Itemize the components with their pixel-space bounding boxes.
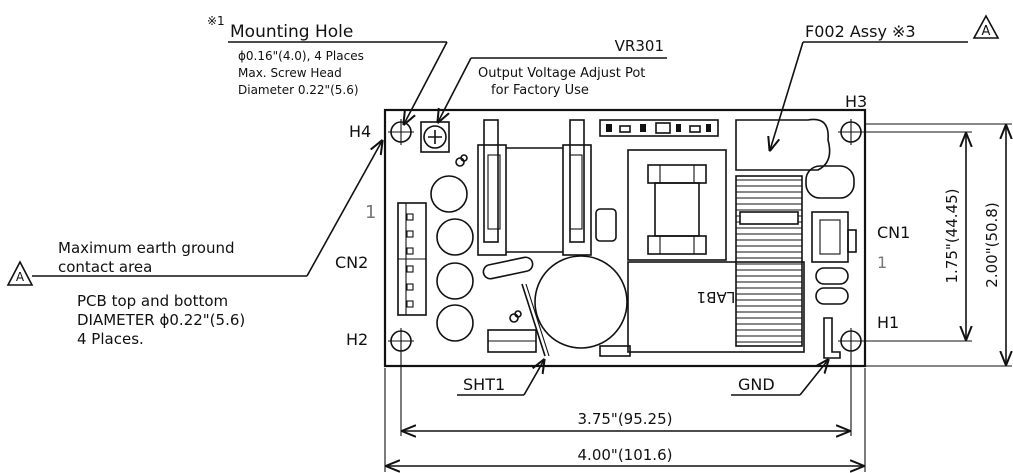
mounting-hole-title: Mounting Hole [230, 22, 353, 42]
vr301-title: VR301 [615, 37, 664, 55]
lab1-label: LAB1 [697, 288, 736, 306]
h3-label: H3 [845, 92, 867, 111]
vr301-potentiometer [420, 121, 450, 153]
sht1-label: SHT1 [463, 375, 505, 394]
f002-fuse-assembly [735, 118, 855, 199]
h4-label: H4 [349, 122, 371, 141]
revision-triangle-left [6, 260, 34, 286]
gnd-callout: GND [731, 360, 828, 396]
mounting-spec-3: Diameter 0.22"(5.6) [238, 83, 359, 97]
vr301-desc-2: for Factory Use [491, 83, 589, 98]
cn1-connector [811, 211, 857, 263]
height-dimensions: 1.75"(44.45) 2.00"(50.8) [862, 123, 1012, 367]
outer-width-dimension: 4.00"(101.6) [578, 446, 673, 464]
cn2-label: CN2 [335, 253, 368, 272]
cn1-label: CN1 [877, 223, 910, 242]
mounting-spec-1: ϕ0.16"(4.0), 4 Places [238, 49, 364, 63]
output-choke [735, 175, 803, 347]
sht1-callout: SHT1 [457, 360, 544, 396]
mounting-spec-2: Max. Screw Head [238, 66, 342, 80]
outer-height-dimension: 2.00"(50.8) [983, 202, 1001, 287]
earth-ground-callout: A Maximum earth ground contact area PCB … [6, 141, 382, 348]
width-dimensions: 3.75"(95.25) 4.00"(101.6) [384, 354, 866, 472]
h1-label: H1 [877, 313, 899, 332]
mounting-note-mark: ※1 [207, 14, 225, 28]
resistor-oval [482, 256, 534, 280]
pcb-line-3: 4 Places. [77, 330, 144, 348]
inner-width-dimension: 3.75"(95.25) [578, 410, 673, 428]
h2-label: H2 [346, 330, 368, 349]
revision-mark-top: A [982, 24, 991, 39]
f002-label: F002 Assy ※3 [805, 22, 916, 41]
cn2-pin1-label: 1 [365, 202, 376, 223]
mounting-hole-h1 [838, 328, 864, 354]
mounting-hole-callout: ※1 Mounting Hole ϕ0.16"(4.0), 4 Places M… [207, 14, 448, 124]
gnd-label: GND [738, 375, 775, 394]
revision-triangle-top [972, 14, 1000, 39]
pcb-line-2: DIAMETER ϕ0.22"(5.6) [77, 311, 245, 329]
daughter-board [599, 119, 719, 137]
pcb-line-1: PCB top and bottom [77, 292, 228, 310]
earth-line-1: Maximum earth ground [58, 239, 235, 257]
gnd-tab [823, 317, 841, 359]
pfc-choke [477, 119, 592, 256]
main-transformer [627, 149, 727, 261]
f002-callout: F002 Assy ※3 A [770, 14, 1000, 150]
pcb-board: LAB1 [383, 108, 867, 368]
vr301-callout: VR301 Output Voltage Adjust Pot for Fact… [438, 37, 667, 122]
lab1-block: LAB1 [627, 261, 805, 353]
capacitors [430, 175, 628, 349]
mounting-hole-h3 [838, 119, 864, 145]
revision-mark-left: A [16, 270, 25, 284]
vr301-desc-1: Output Voltage Adjust Pot [478, 66, 645, 81]
cn1-pin1-label: 1 [877, 253, 887, 272]
mounting-hole-h2 [388, 328, 414, 354]
cn2-connector [397, 202, 427, 316]
mounting-hole-h4 [388, 119, 414, 145]
inner-height-dimension: 1.75"(44.45) [943, 189, 961, 284]
earth-line-2: contact area [58, 258, 152, 276]
sht1-shield [521, 283, 550, 357]
